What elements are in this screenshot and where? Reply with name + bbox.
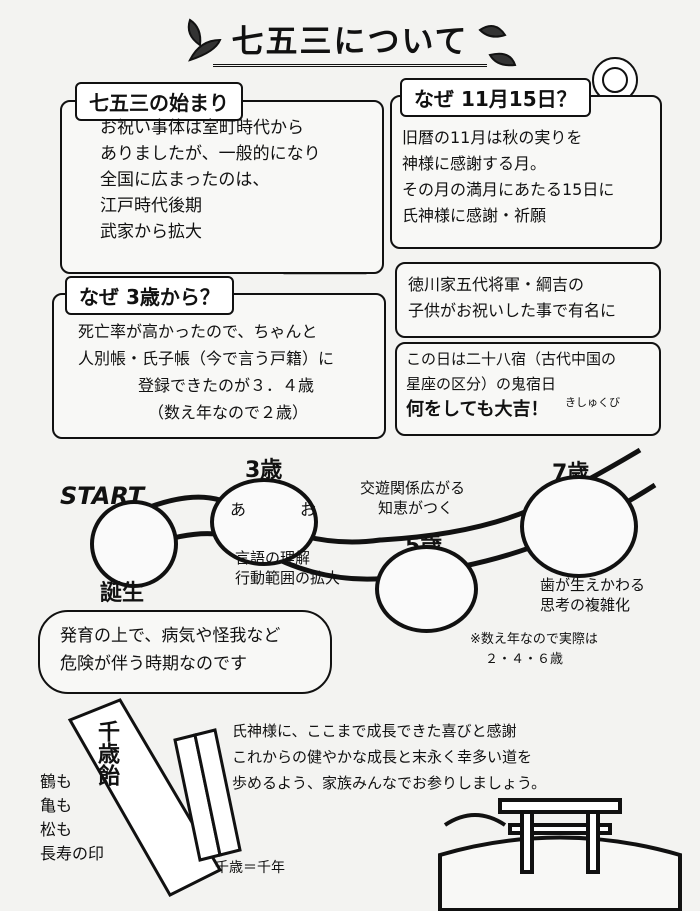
- why-date-line: 旧暦の11月は秋の実りを: [402, 128, 583, 147]
- age3-circle: [210, 478, 318, 566]
- origin-line: 武家から拡大: [100, 222, 202, 242]
- why-date-line: その月の満月にあたる15日に: [402, 180, 615, 199]
- origin-line: 全国に広まったのは、: [100, 170, 270, 190]
- age3-note-line: 行動範囲の拡大: [235, 569, 341, 587]
- why-three-line: 死亡率が高かったので、ちゃんと: [78, 322, 318, 341]
- longevity-line: 松も: [40, 820, 73, 839]
- why-date-heading: なぜ 11月15日？: [400, 78, 591, 117]
- origin-text: お祝い事体は室町時代から ありましたが、一般的になり 全国に広まったのは、 江戸…: [100, 115, 321, 245]
- longevity-line: 鶴も: [40, 772, 73, 791]
- torii-illustration: [438, 798, 682, 911]
- why-date-text: 旧暦の11月は秋の実りを 神様に感謝する月。 その月の満月にあたる15日に 氏神…: [402, 125, 614, 229]
- age7-note-line: 思考の複雑化: [540, 596, 631, 614]
- age5-circle: [375, 545, 478, 633]
- origin-line: 江戸時代後期: [100, 196, 202, 216]
- age-note-line: ※数え年なので実際は: [470, 632, 598, 647]
- page-title: 七五三について: [0, 14, 700, 67]
- why-date-box: [390, 95, 662, 249]
- chitose-ame-illustration: [67, 698, 242, 897]
- tokugawa-box: [395, 262, 661, 338]
- origin-line: お祝い事体は室町時代から: [100, 118, 304, 138]
- longevity-note: 鶴も 亀も 松も 長寿の印: [40, 770, 104, 866]
- origin-box: [60, 100, 384, 274]
- danger-line: 危険が伴う時期なのです: [60, 654, 247, 674]
- age3-note: 言語の理解 行動範囲の拡大: [235, 548, 340, 588]
- age3-bubble: お: [300, 500, 317, 519]
- closing-line: 歩めるよう、家族みんなでお参りしましょう。: [232, 774, 547, 792]
- why-three-line: 登録できたのが３．４歳: [138, 376, 315, 395]
- danger-line: 発育の上で、病気や怪我など: [60, 626, 281, 646]
- danger-text: 発育の上で、病気や怪我など 危険が伴う時期なのです: [60, 622, 280, 678]
- why-date-line: 氏神様に感謝・祈願: [402, 206, 547, 225]
- why-date-line: 神様に感謝する月。: [402, 154, 547, 173]
- age-note-line: ２・４・６歳: [485, 652, 564, 667]
- lucky-day-box: [395, 342, 661, 436]
- closing-text: 氏神様に、ここまで成長できた喜びと感謝 これからの健やかな成長と末永く幸多い道を…: [232, 718, 546, 796]
- why-three-heading: なぜ 3歳から？: [65, 276, 234, 315]
- origin-line: ありましたが、一般的になり: [100, 144, 321, 164]
- birth-label: 誕生: [100, 581, 145, 606]
- age7-note: 歯が生えかわる 思考の複雑化: [540, 575, 645, 615]
- longevity-line: 長寿の印: [40, 844, 105, 863]
- kishukubi-ruby: きしゅくび: [565, 396, 620, 409]
- age7-circle: [520, 475, 638, 578]
- danger-box: [38, 610, 332, 694]
- lucky-line: この日は二十八宿（古代中国の: [406, 350, 617, 368]
- age7-note-line: 歯が生えかわる: [540, 576, 646, 594]
- age-note: ※数え年なので実際は ２・４・６歳: [470, 630, 598, 670]
- tokugawa-line: 子供がお祝いした事で有名に: [408, 301, 617, 320]
- age5-note-line: 交遊関係広がる: [360, 479, 466, 497]
- tokugawa-line: 徳川家五代将軍・綱吉の: [408, 275, 585, 294]
- lucky-day-text: この日は二十八宿（古代中国の 星座の区分）の鬼宿日 何をしても大吉！: [406, 347, 616, 422]
- age5-note: 交遊関係広がる 知恵がつく: [360, 478, 465, 518]
- age5-note-line: 知恵がつく: [378, 499, 454, 517]
- baby-circle: [90, 500, 178, 588]
- why-three-line: （数え年なので２歳）: [148, 403, 309, 422]
- closing-line: 氏神様に、ここまで成長できた喜びと感謝: [232, 722, 517, 740]
- chitose-meaning: 千歳＝千年: [215, 860, 285, 876]
- closing-line: これからの健やかな成長と末永く幸多い道を: [232, 748, 533, 766]
- lucky-line: 何をしても大吉！: [406, 399, 549, 420]
- why-three-text: 死亡率が高かったので、ちゃんと 人別帳・氏子帳（今で言う戸籍）に 登録できたのが…: [78, 318, 334, 426]
- tokugawa-text: 徳川家五代将軍・綱吉の 子供がお祝いした事で有名に: [408, 272, 616, 324]
- origin-heading: 七五三の始まり: [75, 82, 243, 121]
- why-three-line: 人別帳・氏子帳（今で言う戸籍）に: [78, 349, 335, 368]
- lucky-line: 星座の区分）の鬼宿日: [406, 375, 557, 393]
- chitose-bag-label: 千歳飴: [94, 720, 119, 786]
- age3-note-line: 言語の理解: [235, 549, 311, 567]
- longevity-line: 亀も: [40, 796, 73, 815]
- age3-bubble: あ: [230, 500, 247, 519]
